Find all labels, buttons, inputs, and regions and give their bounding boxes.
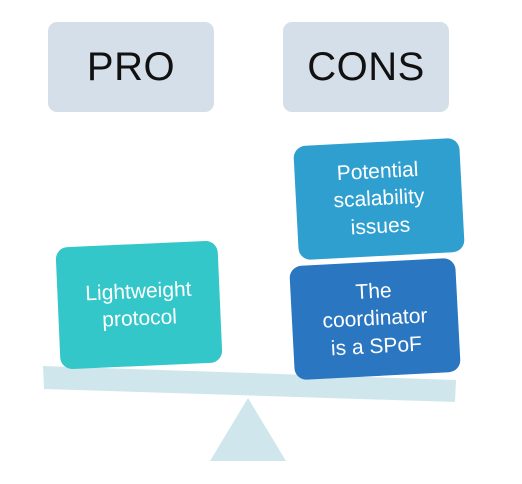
balance-beam [43,366,456,402]
con-card-coordinator-spof: The coordinator is a SPoF [289,257,461,381]
con-card-scalability-issues: Potential scalability issues [293,137,465,261]
fulcrum-triangle [210,398,286,461]
cons-header: CONS [283,22,449,112]
cons-header-label: CONS [307,44,425,89]
pro-header-label: PRO [86,44,176,89]
pro-card-lightweight-protocol: Lightweight protocol [55,240,223,370]
pro-header: PRO [48,22,214,112]
